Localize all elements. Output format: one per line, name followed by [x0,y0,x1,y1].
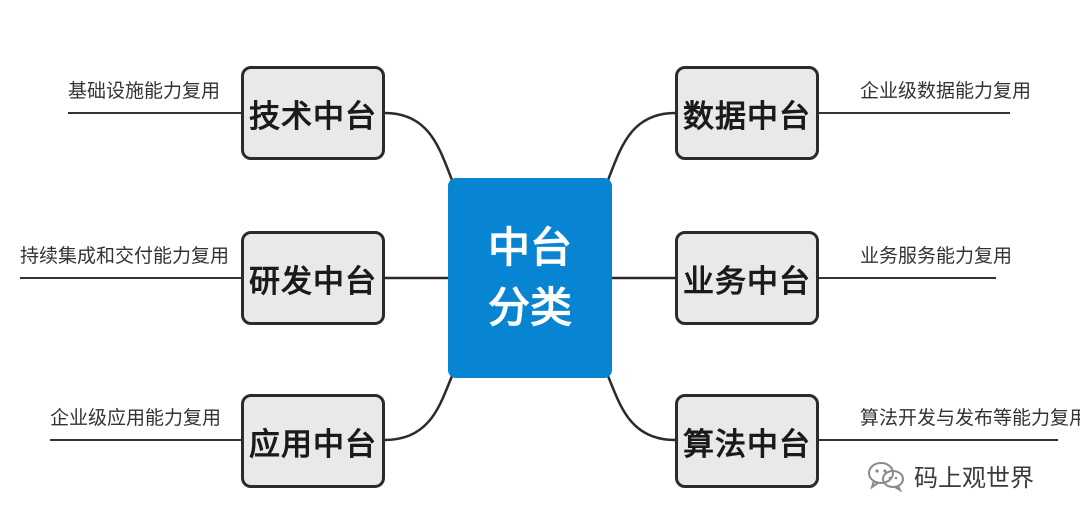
node-algo: 算法中台 [675,394,819,488]
center-title-line1: 中台 [487,223,572,272]
brand-watermark: 码上观世界 [866,458,1034,493]
node-app: 应用中台 [241,394,385,488]
desc-biz: 业务服务能力复用 [860,245,1013,267]
desc-app: 企业级应用能力复用 [50,407,222,429]
node-biz: 业务中台 [675,231,819,325]
node-tech: 技术中台 [241,66,385,160]
desc-data: 企业级数据能力复用 [860,80,1032,102]
desc-tech: 基础设施能力复用 [68,80,221,102]
node-rnd: 研发中台 [241,231,385,325]
connector-algo [606,375,676,442]
connector-data [606,111,676,181]
node-data: 数据中台 [675,66,819,160]
brand-name: 码上观世界 [914,464,1034,492]
connector-tech [384,111,454,181]
center-node: 中台 分类 [448,178,612,378]
wechat-icon [868,461,904,492]
desc-algo: 算法开发与发布等能力复用 [860,407,1080,429]
desc-rnd: 持续集成和交付能力复用 [20,245,230,267]
connector-app [384,375,454,442]
center-title-line2: 分类 [487,283,572,332]
